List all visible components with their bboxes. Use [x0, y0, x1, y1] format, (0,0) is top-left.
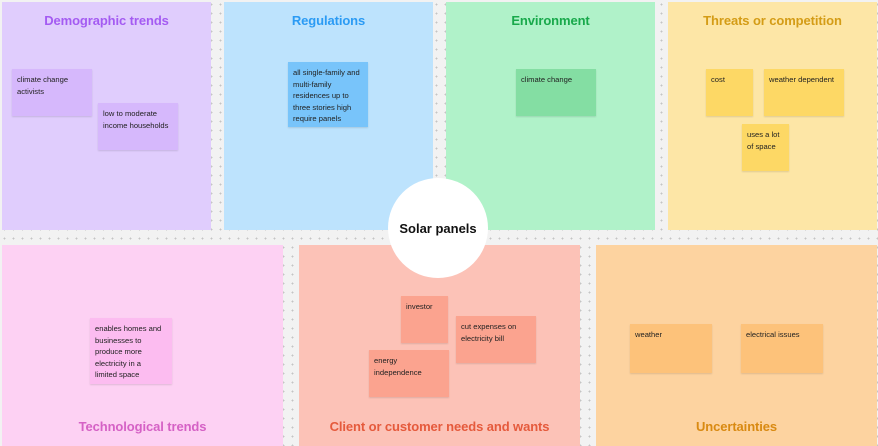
- center-topic-label: Solar panels: [399, 220, 477, 236]
- panel-threats-or-competition: Threats or competition cost weather depe…: [668, 2, 877, 230]
- panel-title-uncertainties: Uncertainties: [695, 419, 778, 434]
- panel-title-technological-trends: Technological trends: [78, 419, 207, 434]
- sticky-note[interactable]: climate change: [516, 69, 596, 116]
- sticky-note[interactable]: weather dependent: [764, 69, 844, 116]
- sticky-note[interactable]: cost: [706, 69, 753, 116]
- panel-title-environment: Environment: [511, 13, 590, 28]
- panel-regulations: Regulations all single-family and multi-…: [224, 2, 433, 230]
- panel-title-threats-or-competition: Threats or competition: [703, 13, 842, 28]
- sticky-note[interactable]: energy independence: [369, 350, 449, 397]
- center-topic-circle[interactable]: Solar panels: [388, 178, 488, 278]
- panel-title-regulations: Regulations: [291, 13, 366, 28]
- sticky-note[interactable]: cut expenses on electricity bill: [456, 316, 536, 363]
- sticky-note[interactable]: investor: [401, 296, 448, 343]
- panel-client-or-customer-needs-and-wants: Client or customer needs and wants inves…: [299, 245, 580, 446]
- sticky-note[interactable]: all single-family and multi-family resid…: [288, 62, 368, 127]
- sticky-note[interactable]: enables homes and businesses to produce …: [90, 318, 172, 384]
- sticky-note[interactable]: climate change activists: [12, 69, 92, 116]
- sticky-note[interactable]: electrical issues: [741, 324, 823, 373]
- sticky-note[interactable]: uses a lot of space: [742, 124, 789, 171]
- panel-uncertainties: Uncertainties weather electrical issues: [596, 245, 877, 446]
- panel-environment: Environment climate change: [446, 2, 655, 230]
- panel-title-client-or-customer-needs: Client or customer needs and wants: [329, 419, 550, 434]
- panel-demographic-trends: Demographic trends climate change activi…: [2, 2, 211, 230]
- panel-title-demographic-trends: Demographic trends: [44, 13, 169, 28]
- panel-technological-trends: Technological trends enables homes and b…: [2, 245, 283, 446]
- sticky-note[interactable]: weather: [630, 324, 712, 373]
- sticky-note[interactable]: low to moderate income households: [98, 103, 178, 150]
